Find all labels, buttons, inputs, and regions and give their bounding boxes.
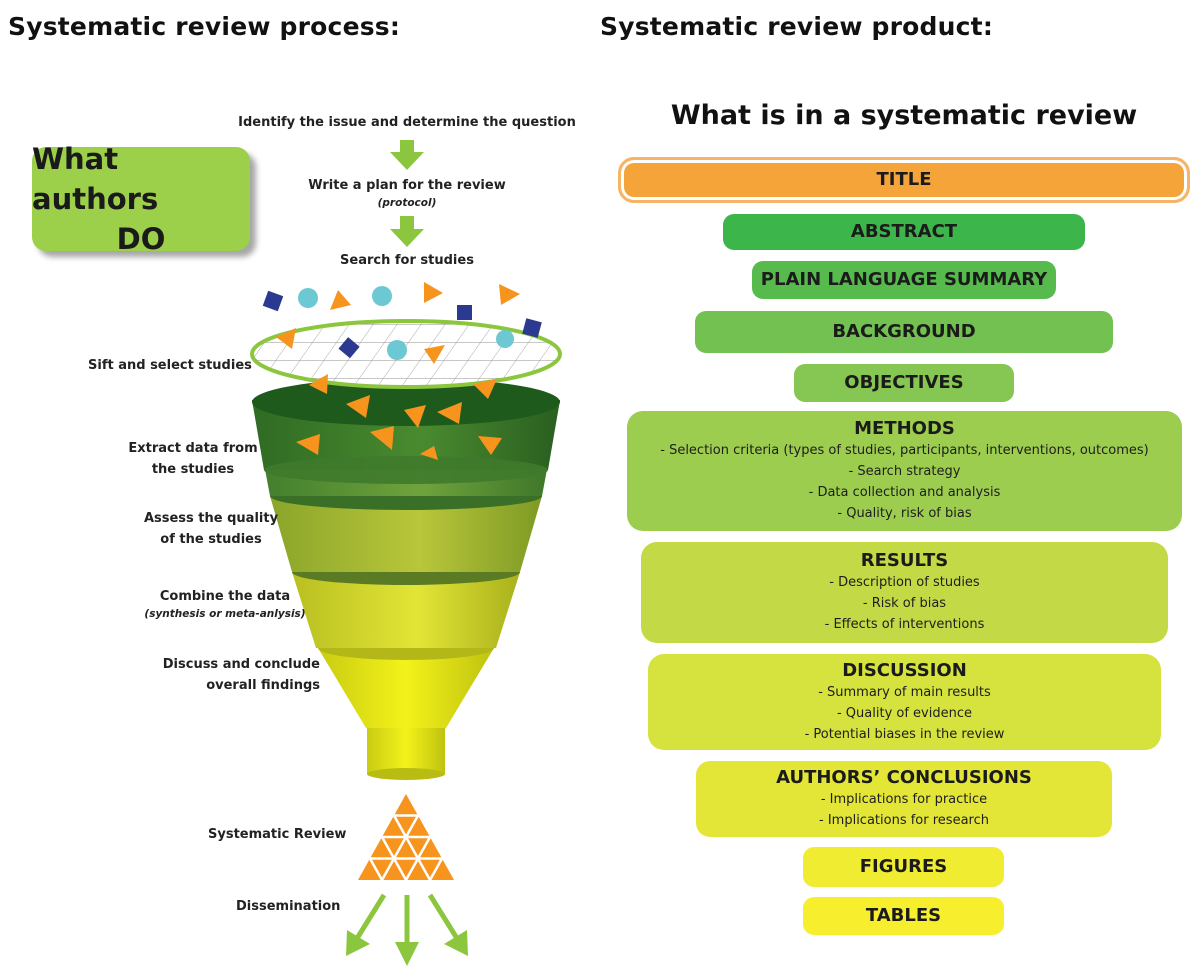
section-item: - Quality of evidence	[836, 705, 972, 721]
step-assess-line1: Assess the quality	[143, 511, 279, 526]
down-arrow-icon	[390, 140, 424, 170]
step-extract: Extract data from the studies	[118, 438, 268, 480]
step-discuss-line1: Discuss and conclude	[162, 657, 320, 672]
section-item: - Quality, risk of bias	[837, 506, 972, 521]
step-assess-line2: of the studies	[160, 532, 262, 547]
down-arrow-icon	[390, 216, 424, 247]
section-item: - Implications for research	[819, 813, 989, 828]
step-extract-line2: the studies	[151, 462, 235, 477]
study-shapes	[262, 282, 542, 399]
step-plan-note: (protocol)	[377, 197, 437, 209]
step-discuss-line2: overall findings	[206, 678, 320, 693]
section-heading: TITLE	[876, 169, 932, 190]
section-objectives: OBJECTIVES	[794, 364, 1014, 402]
section-heading: METHODS	[854, 418, 955, 439]
section-item: - Description of studies	[829, 575, 980, 590]
step-plan: Write a plan for the review (protocol)	[290, 175, 524, 211]
funnel-band-discuss	[318, 648, 494, 728]
section-heading: OBJECTIVES	[844, 372, 964, 393]
review-structure-title: What is in a systematic review	[670, 100, 1138, 131]
section-authors-conclusions: AUTHORS’ CONCLUSIONS - Implications for …	[696, 761, 1112, 837]
step-combine: Combine the data (synthesis or meta-anly…	[140, 586, 310, 622]
section-heading: RESULTS	[860, 550, 949, 571]
step-sift: Sift and select studies	[88, 358, 252, 373]
section-heading: FIGURES	[859, 856, 948, 877]
section-discussion: DISCUSSION - Summary of main results - Q…	[648, 654, 1161, 750]
step-assess: Assess the quality of the studies	[136, 508, 286, 550]
section-item: - Selection criteria (types of studies, …	[660, 443, 1149, 458]
section-figures: FIGURES	[803, 847, 1004, 887]
funnel-band-assess	[270, 496, 542, 572]
funnel-band-combine	[292, 572, 520, 648]
do-box-line2: DO	[116, 222, 166, 256]
dissemination-arrows-icon	[346, 893, 468, 966]
section-results: RESULTS - Description of studies - Risk …	[641, 542, 1168, 643]
section-heading: BACKGROUND	[832, 321, 976, 342]
section-background: BACKGROUND	[695, 311, 1113, 353]
section-heading: DISCUSSION	[842, 659, 967, 681]
step-discuss: Discuss and conclude overall findings	[140, 654, 320, 696]
step-search: Search for studies	[340, 253, 474, 268]
section-heading: PLAIN LANGUAGE SUMMARY	[760, 269, 1048, 290]
filtered-studies	[296, 395, 502, 460]
section-item: - Potential biases in the review	[804, 726, 1005, 742]
process-heading: Systematic review process:	[8, 12, 401, 41]
section-abstract: ABSTRACT	[723, 214, 1085, 250]
section-item: - Effects of interventions	[824, 617, 985, 632]
step-plan-text: Write a plan for the review	[308, 178, 506, 193]
step-systematic-review: Systematic Review	[208, 827, 347, 842]
funnel-diagram	[250, 140, 562, 966]
section-item: - Risk of bias	[862, 596, 947, 611]
triangle-pyramid-icon	[358, 794, 454, 881]
step-combine-text: Combine the data	[159, 589, 291, 604]
section-heading: ABSTRACT	[850, 221, 958, 242]
section-heading: TABLES	[865, 905, 942, 926]
section-item: - Summary of main results	[818, 684, 991, 700]
section-heading: AUTHORS’ CONCLUSIONS	[776, 767, 1032, 788]
step-combine-note: (synthesis or meta-anlysis)	[144, 608, 306, 620]
section-item: - Data collection and analysis	[808, 485, 1001, 500]
what-authors-do-box: What authors DO	[32, 142, 250, 256]
do-box-line1: What authors	[32, 142, 159, 216]
section-item: - Search strategy	[848, 464, 961, 479]
section-tables: TABLES	[803, 897, 1004, 935]
section-plain-language-summary: PLAIN LANGUAGE SUMMARY	[752, 261, 1056, 299]
funnel-spout	[367, 728, 445, 774]
section-methods: METHODS - Selection criteria (types of s…	[627, 411, 1182, 531]
section-item: - Implications for practice	[820, 792, 988, 807]
section-title: TITLE	[618, 157, 1190, 203]
step-extract-line1: Extract data from	[128, 441, 258, 456]
step-dissemination: Dissemination	[236, 899, 341, 914]
product-heading: Systematic review product:	[600, 12, 994, 41]
step-identify: Identify the issue and determine the que…	[238, 115, 576, 130]
